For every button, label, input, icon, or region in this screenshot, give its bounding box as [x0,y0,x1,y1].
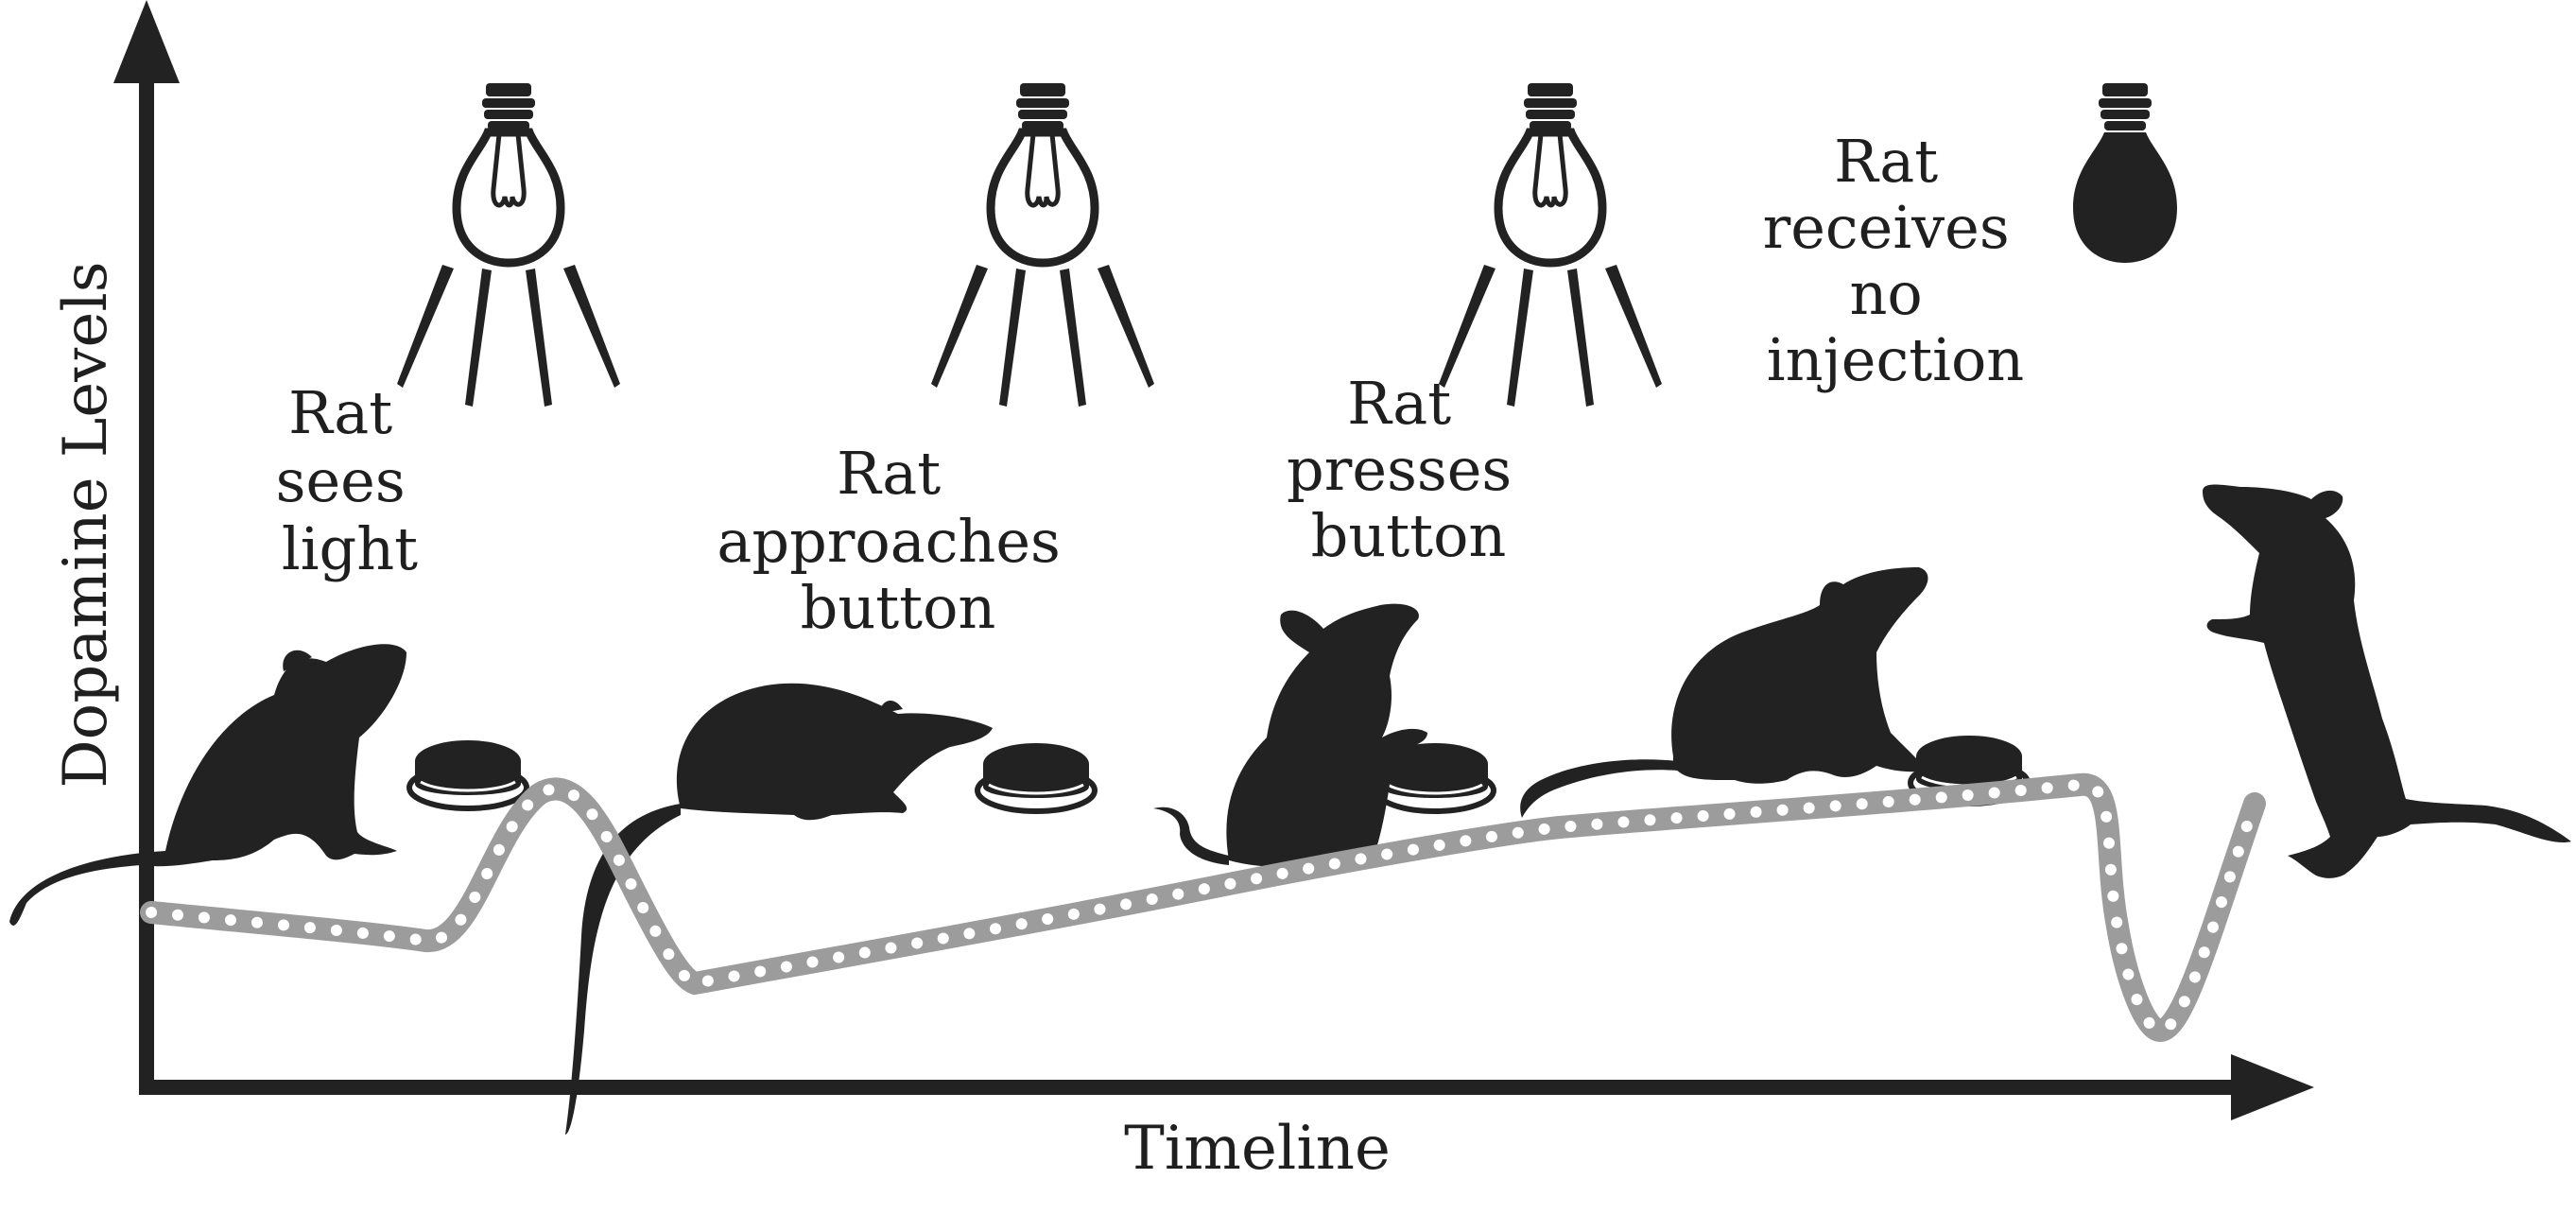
rat-silhouette-icon [565,683,993,1135]
dopamine-curve-dots [146,778,2260,1037]
dopamine-curve [140,772,2266,1043]
rat-silhouettes [9,484,2571,1135]
light-bulb-icon [991,83,1095,263]
light-rays-icon [1439,265,1662,407]
stage-4: Rat receives no injection [1763,83,2177,804]
axes: Dopamine Levels Timeline [51,0,2314,1184]
light-bulb-icon [2073,83,2177,263]
light-bulb-icon [1498,83,1602,263]
rat-silhouette-icon [9,644,406,926]
light-bulb-icon [457,83,561,263]
dopamine-curve-line [140,772,2266,1043]
button-icon [409,740,527,808]
rat-silhouette-icon [2203,484,2571,878]
stage-2: Rat approaches button [717,83,1154,811]
stage-3: Rat presses button [1287,83,1662,811]
button-icon [977,743,1095,811]
rat-silhouette-icon [1520,567,1928,818]
stage-1: Rat sees light [276,83,620,808]
stage-4-label: Rat receives no injection [1763,127,2029,394]
y-axis-arrow-head-icon [113,0,180,83]
light-rays-icon [397,265,620,407]
stage-2-label: Rat approaches button [717,439,1079,642]
x-axis-label: Timeline [1124,1114,1391,1184]
stage-1-label: Rat sees light [276,378,424,583]
y-axis-label: Dopamine Levels [51,261,121,788]
stage-3-label: Rat presses button [1287,369,1530,570]
rat-silhouette-icon [1153,603,1427,868]
light-rays-icon [931,265,1154,407]
x-axis-arrow-head-icon [2231,1054,2314,1120]
